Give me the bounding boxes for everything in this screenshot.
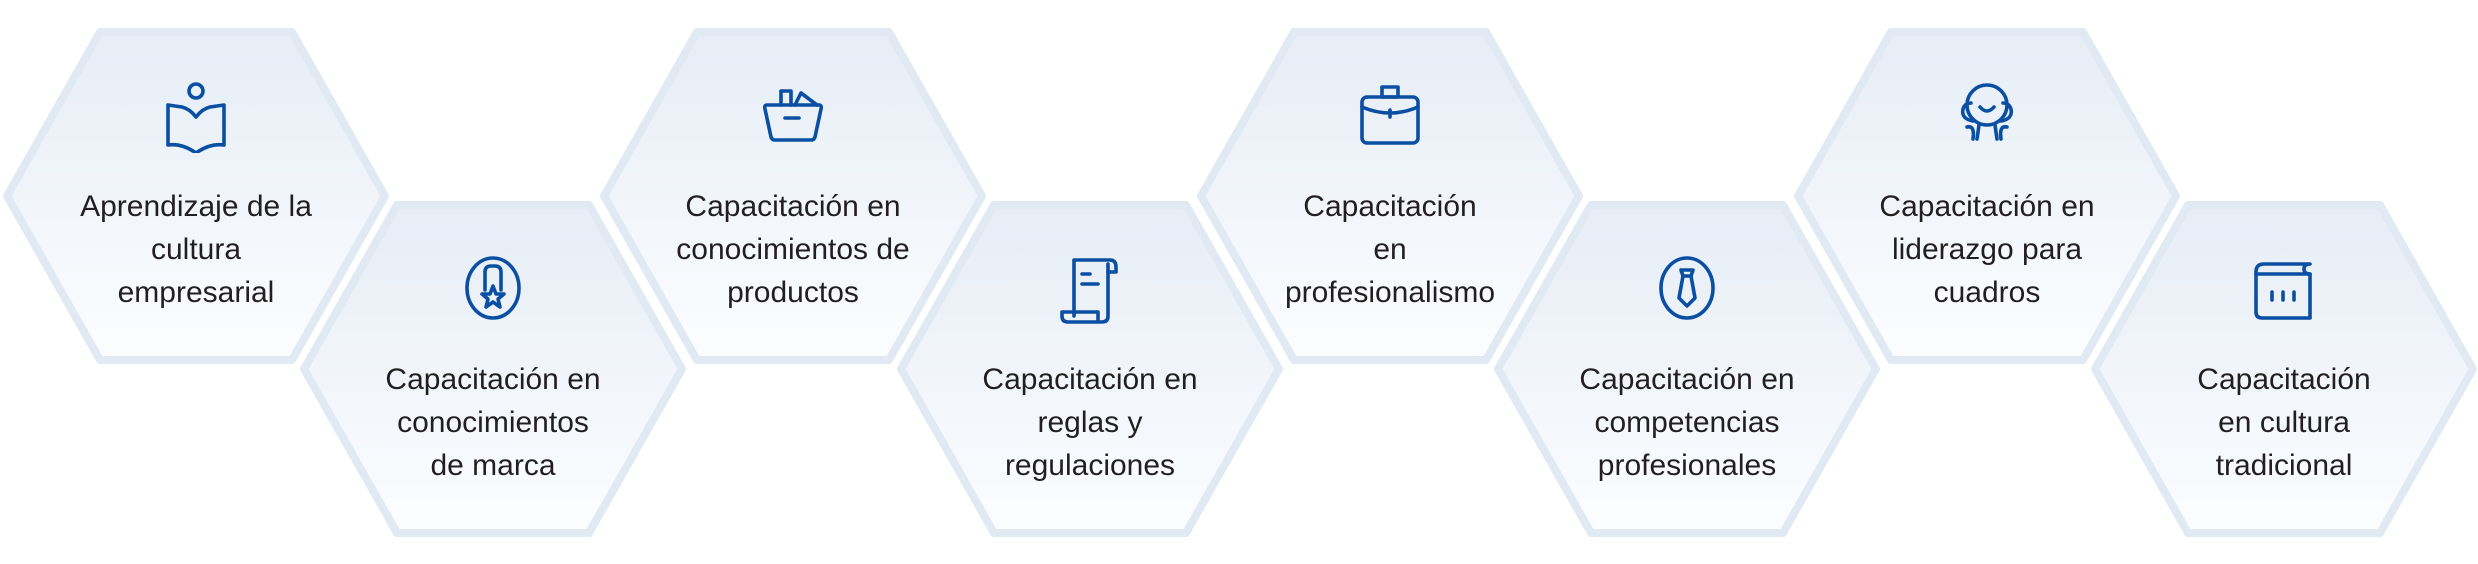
hexagon-reglas-regulaciones: Capacitación en reglas y regulaciones: [896, 200, 1284, 538]
label-line: cultura: [150, 232, 242, 266]
label-line: Capacitación en: [1879, 189, 2095, 223]
label-line: Capacitación: [1303, 189, 1477, 223]
hexagon-label: Capacitación en conocimientos de marca: [343, 363, 643, 482]
label-line: cuadros: [1933, 275, 2041, 309]
hexagon-profesionalismo: Capacitación en profesionalismo: [1196, 27, 1584, 365]
hexagon-shape: [300, 201, 686, 537]
hexagon-label: Capacitación en liderazgo para cuadros: [1837, 190, 2137, 309]
hexagon-shape: [1494, 201, 1880, 537]
hexagon-shape: [1794, 28, 2180, 364]
tie-icon: [1659, 256, 1715, 320]
label-line: Capacitación en: [385, 362, 601, 396]
hexagon-label: Capacitación en conocimientos de productos: [643, 190, 943, 309]
medal-star-icon: [465, 256, 521, 320]
label-line: liderazgo para: [1891, 232, 2083, 266]
label-line: en: [1373, 232, 1407, 266]
briefcase-icon: [1360, 85, 1420, 145]
label-line: Capacitación en: [685, 189, 901, 223]
hexagon-liderazgo-cuadros: Capacitación en liderazgo para cuadros: [1793, 27, 2181, 365]
hexagon-cultura-empresarial: Aprendizaje de la cultura empresarial: [2, 27, 390, 365]
hexagon-label: Capacitación en profesionalismo: [1240, 190, 1540, 309]
label-line: Capacitación en: [1579, 362, 1795, 396]
leader-icon: [1960, 83, 2014, 141]
label-line: en cultura: [2218, 405, 2350, 439]
basket-icon: [762, 89, 824, 142]
hexagon-label: Capacitación en cultura tradicional: [2134, 363, 2434, 482]
book-reader-icon: [166, 82, 226, 153]
label-line: de marca: [430, 448, 556, 482]
hexagon-label: Capacitación en competencias profesionales: [1537, 363, 1837, 482]
hexagon-label: Capacitación en reglas y regulaciones: [940, 363, 1240, 482]
hexagon-shape: [3, 28, 389, 364]
label-line: empresarial: [117, 275, 275, 309]
hexagon-shape: [1197, 28, 1583, 364]
label-line: reglas y: [1037, 405, 1143, 439]
hexagon-conocimientos-productos: Capacitación en conocimientos de productos: [599, 27, 987, 365]
label-line: profesionalismo: [1284, 275, 1496, 309]
hexagon-shape: [600, 28, 986, 364]
label-line: competencias: [1594, 405, 1780, 439]
book-icon: [2254, 262, 2312, 320]
scroll-icon: [1060, 258, 1118, 324]
hexagon-shape: [2091, 201, 2477, 537]
label-line: regulaciones: [1004, 448, 1176, 482]
hexagon-label: Aprendizaje de la cultura empresarial: [46, 190, 346, 309]
label-line: Capacitación en: [982, 362, 1198, 396]
hexagon-conocimientos-marca: Capacitación en conocimientos de marca: [299, 200, 687, 538]
label-line: Capacitación: [2197, 362, 2371, 396]
label-line: productos: [727, 275, 859, 309]
hexagon-cultura-tradicional: Capacitación en cultura tradicional: [2090, 200, 2478, 538]
label-line: Aprendizaje de la: [80, 189, 312, 223]
hexagon-competencias-profesionales: Capacitación en competencias profesionales: [1493, 200, 1881, 538]
label-line: conocimientos de: [676, 232, 910, 266]
label-line: profesionales: [1597, 448, 1777, 482]
label-line: conocimientos: [397, 405, 589, 439]
hexagon-shape: [897, 201, 1283, 537]
label-line: tradicional: [2215, 448, 2353, 482]
